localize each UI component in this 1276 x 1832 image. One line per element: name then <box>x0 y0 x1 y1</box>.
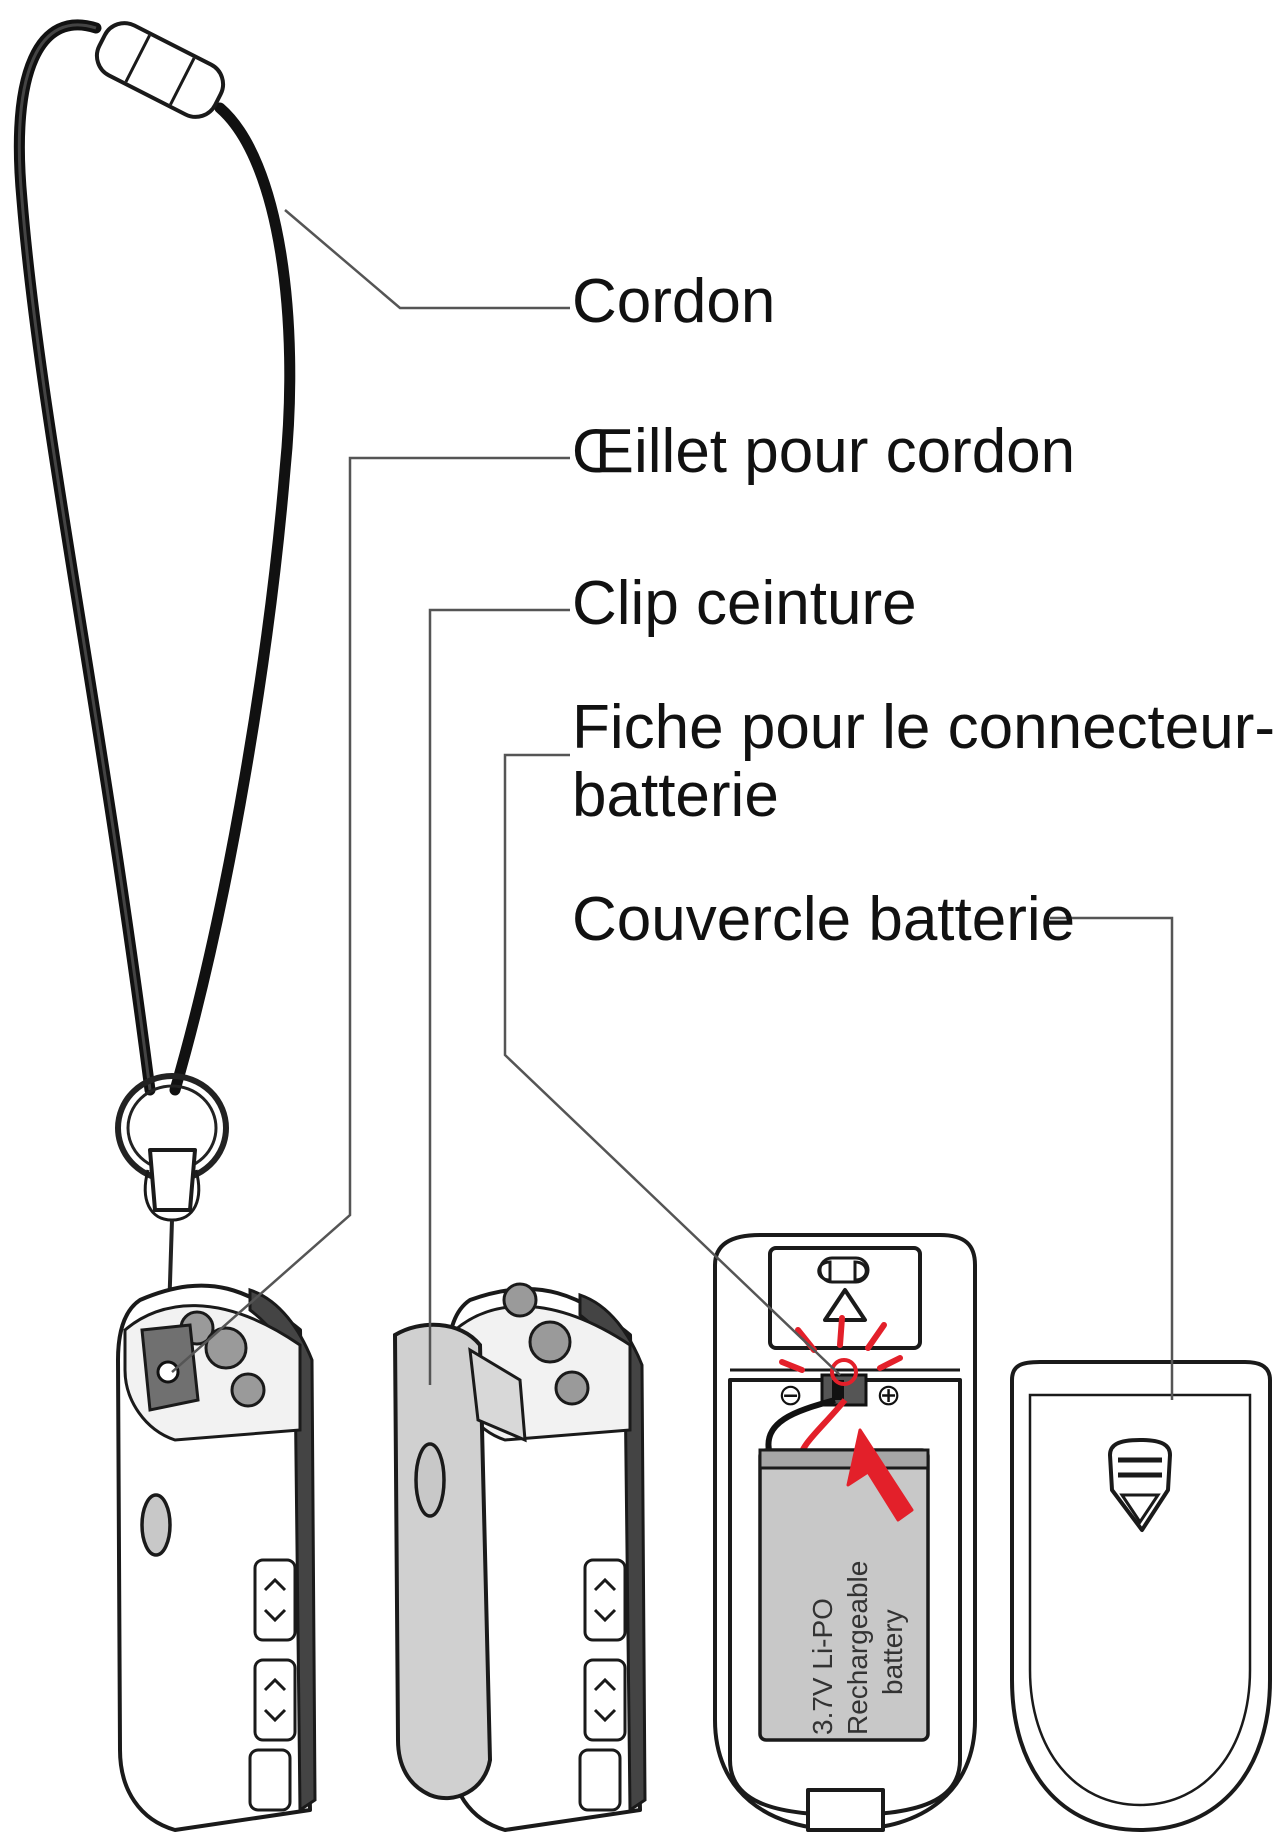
battery-text-line3: battery <box>877 1609 908 1695</box>
label-clip: Clip ceinture <box>572 569 917 638</box>
leader-fiche <box>503 753 841 1376</box>
battery-cover-icon <box>1010 1360 1272 1832</box>
leader-couvercle <box>1050 916 1174 1400</box>
label-couvercle: Couvercle batterie <box>572 885 1075 954</box>
leader-lines <box>171 209 1174 1400</box>
label-cordon: Cordon <box>572 267 775 336</box>
polarity-plus: ⊕ <box>876 1378 901 1413</box>
arrow-icon <box>846 1428 914 1522</box>
lanyard-icon <box>13 19 296 1096</box>
ring-icon <box>115 1073 229 1346</box>
label-fiche-line2: batterie <box>572 761 779 830</box>
leader-clip <box>428 608 570 1385</box>
device-icon <box>116 1283 317 1832</box>
polarity-minus: ⊖ <box>778 1378 803 1413</box>
leader-oeillet <box>171 456 570 1373</box>
battery-text-line1: 3.7V Li-PO <box>807 1598 838 1735</box>
label-fiche-line1: Fiche pour le connecteur- <box>572 693 1275 762</box>
leader-cordon <box>284 209 570 310</box>
battery-label: 3.7V Li-PO Rechargeable battery <box>807 1561 908 1735</box>
battery-text-line2: Rechargeable <box>842 1561 873 1735</box>
battery-icon: ⊖ ⊕ 3.7V Li-PO Rechargeable battery <box>713 1233 977 1832</box>
label-oeillet: Œillet pour cordon <box>572 417 1075 486</box>
belt-clip-icon <box>392 1282 647 1832</box>
